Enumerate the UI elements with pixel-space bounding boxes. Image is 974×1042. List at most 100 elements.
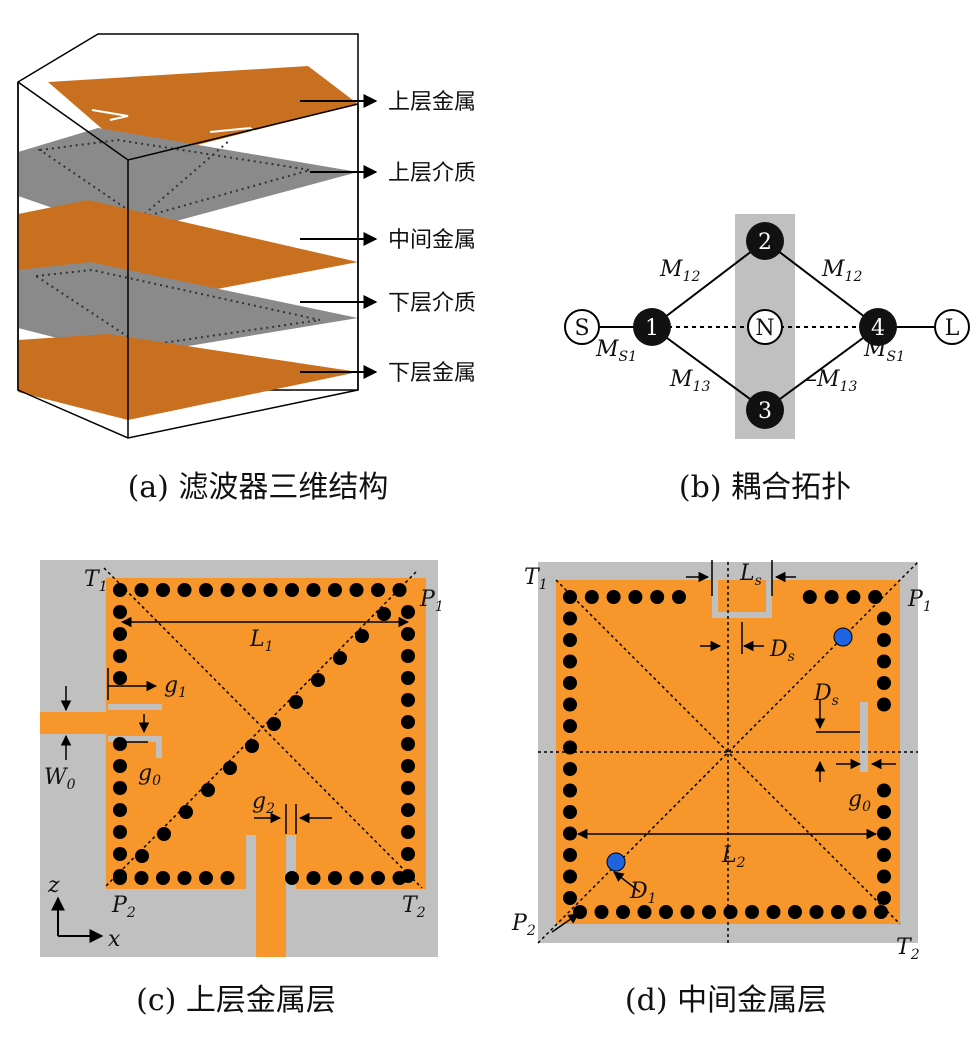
line-1-3 <box>651 326 766 411</box>
panel-c-output-line <box>256 835 286 957</box>
label-bottom-dielectric: 下层介质 <box>388 291 476 316</box>
via-c-bottom <box>328 871 342 885</box>
label-c-g0: g0 <box>138 761 161 789</box>
via-c-diagonal <box>289 695 303 709</box>
via-c-top <box>263 583 278 597</box>
label-c-g2: g2 <box>252 789 275 817</box>
via-c-diagonal <box>377 607 391 621</box>
via-d-right <box>877 676 891 690</box>
node-resonator-3 <box>746 391 784 429</box>
via-c-left <box>113 781 127 795</box>
label-ms1-right: MS1 <box>863 337 905 365</box>
panel-c-feed-slot-top <box>108 704 162 710</box>
label-bottom-metal: 下层金属 <box>388 361 476 386</box>
panel-d-top-slot-bottom <box>712 612 772 618</box>
via-d-right <box>877 826 891 841</box>
via-c-right <box>401 781 415 795</box>
label-d-t1: T1 <box>524 565 548 593</box>
via-d-left <box>563 611 577 626</box>
panel-d-top-slot-right <box>766 580 772 618</box>
via-d-right <box>877 611 891 626</box>
via-c-top <box>328 583 342 597</box>
via-d-bottom <box>809 905 824 919</box>
bottom-dielectric-layer <box>18 262 358 356</box>
panel-d-marker-top-right <box>833 627 853 647</box>
label-m12-left: M12 <box>659 257 700 285</box>
caption-a: (a) 滤波器三维结构 <box>128 470 389 505</box>
via-c-diagonal <box>311 673 325 687</box>
via-d-bottom <box>745 905 759 919</box>
panel-a-3d-structure: 上层金属 上层介质 中间金属 下层介质 下层金属 (a) 滤波器三维结构 <box>17 33 476 505</box>
label-d-ds-right: Ds <box>813 681 839 709</box>
bottom-metal-layer <box>18 334 358 420</box>
label-c-p2: P2 <box>111 893 136 921</box>
via-c-right <box>401 627 415 641</box>
label-d-l2: L2 <box>721 843 746 871</box>
via-c-right <box>401 649 415 663</box>
via-c-top <box>156 583 170 597</box>
via-d-left <box>563 719 577 733</box>
label-c-t2: T2 <box>402 893 426 921</box>
via-c-left <box>113 869 127 883</box>
via-d-left <box>563 869 577 884</box>
top-metal-feed-slot <box>91 109 129 121</box>
via-c-bottom <box>349 871 364 885</box>
via-d-right <box>877 697 891 712</box>
panel-d-middle-metal-layer: T1 P1 P2 T2 Ls Ds Ds g0 L2 D1 (d) 中间金属层 <box>511 560 932 1018</box>
via-c-right <box>401 693 415 707</box>
label-d-d1: D1 <box>629 879 657 907</box>
via-d-bottom <box>594 905 609 919</box>
node-load <box>934 309 970 345</box>
node-resonator-2 <box>746 222 784 260</box>
label-c-p1: P1 <box>419 587 444 615</box>
panel-c-output-slot-right <box>286 835 296 957</box>
via-c-top <box>306 583 321 597</box>
via-d-top <box>846 590 861 604</box>
via-c-top <box>371 583 385 597</box>
panel-d-top-slot-left <box>712 580 718 618</box>
via-d-right <box>877 805 891 819</box>
via-c-bottom <box>156 871 170 885</box>
via-c-diagonal <box>355 629 369 643</box>
via-c-left <box>113 627 127 641</box>
via-c-right <box>401 715 415 729</box>
via-d-left <box>563 783 577 798</box>
via-c-diagonal <box>333 651 347 665</box>
via-d-right <box>877 654 891 669</box>
label-d-p2: P2 <box>511 911 536 939</box>
via-d-left <box>563 697 577 712</box>
top-metal-slot <box>209 126 263 139</box>
node-resonator-1 <box>633 308 671 346</box>
node-4-label: 4 <box>871 316 885 341</box>
node-2-label: 2 <box>758 230 772 255</box>
via-d-bottom <box>616 905 630 919</box>
via-c-top <box>242 583 256 597</box>
via-d-top <box>584 590 599 604</box>
via-d-top <box>824 590 839 604</box>
top-dielectric-diagonal-vias <box>139 139 231 219</box>
via-d-bottom <box>659 905 673 919</box>
via-c-bottom <box>285 871 299 885</box>
label-m13-left: M13 <box>669 367 710 395</box>
via-c-bottom <box>220 871 235 885</box>
panel-c-via-holes <box>113 583 415 885</box>
via-c-left <box>113 605 127 619</box>
label-d-g0: g0 <box>848 787 871 815</box>
line-2-4 <box>764 240 879 328</box>
caption-d: (d) 中间金属层 <box>625 983 827 1018</box>
via-c-right <box>401 825 415 839</box>
node-source-label: S <box>574 316 589 341</box>
node-nonresonant <box>747 309 783 345</box>
label-d-ds-top: Ds <box>769 637 795 665</box>
via-d-bottom <box>852 905 867 919</box>
via-d-left <box>563 676 577 690</box>
via-d-bottom <box>831 905 845 919</box>
via-d-bottom <box>702 905 716 919</box>
line-1-2 <box>651 240 766 328</box>
via-c-right <box>401 869 415 883</box>
via-d-left <box>563 826 577 841</box>
panel-d-right-slot <box>860 702 868 772</box>
via-d-bottom <box>766 905 781 919</box>
via-d-left <box>563 848 577 862</box>
